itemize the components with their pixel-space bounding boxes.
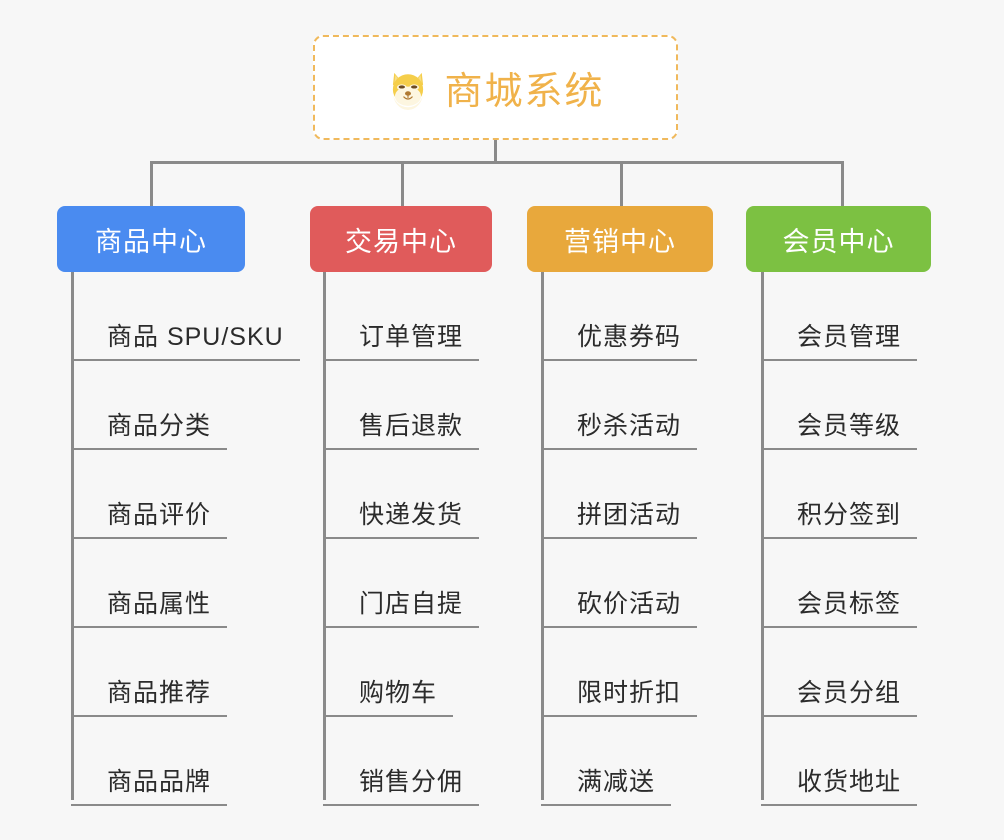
leaf-item[interactable]: 销售分佣 (323, 717, 480, 806)
leaf-item[interactable]: 秒杀活动 (541, 361, 698, 450)
leaf-label: 商品评价 (107, 501, 212, 529)
leaf-label: 秒杀活动 (577, 412, 682, 440)
leaf-item[interactable]: 拼团活动 (541, 450, 698, 539)
connector-root-stem (494, 140, 497, 163)
leaf-spine (761, 272, 764, 800)
leaf-label: 商品分类 (107, 412, 212, 440)
leaf-item[interactable]: 商品分类 (71, 361, 228, 450)
leaf-item[interactable]: 收货地址 (761, 717, 918, 806)
category-header-label: 会员中心 (782, 226, 895, 257)
leaf-label: 售后退款 (359, 412, 464, 440)
connector-drop-2 (401, 161, 404, 206)
leaf-item[interactable]: 商品 SPU/SKU (71, 272, 300, 361)
leaf-label: 优惠券码 (577, 323, 682, 351)
leaf-label: 限时折扣 (577, 679, 682, 707)
leaf-spine (71, 272, 74, 800)
leaf-label: 拼团活动 (577, 501, 682, 529)
leaf-item[interactable]: 商品属性 (71, 539, 228, 628)
shiba-inu-dog-face-icon (386, 66, 430, 110)
leaf-item[interactable]: 满减送 (541, 717, 672, 806)
leaf-label: 门店自提 (359, 590, 464, 618)
leaf-item[interactable]: 砍价活动 (541, 539, 698, 628)
leaf-item[interactable]: 会员分组 (761, 628, 918, 717)
connector-drop-3 (620, 161, 623, 206)
leaf-label: 会员标签 (797, 590, 902, 618)
leaf-label: 会员等级 (797, 412, 902, 440)
leaf-item[interactable]: 快递发货 (323, 450, 480, 539)
leaf-spine (323, 272, 326, 800)
leaf-item[interactable]: 积分签到 (761, 450, 918, 539)
leaf-item[interactable]: 购物车 (323, 628, 454, 717)
leaf-item[interactable]: 订单管理 (323, 272, 480, 361)
leaf-item[interactable]: 售后退款 (323, 361, 480, 450)
leaf-label: 商品属性 (107, 590, 212, 618)
leaf-label: 砍价活动 (577, 590, 682, 618)
leaf-item[interactable]: 会员管理 (761, 272, 918, 361)
leaf-label: 订单管理 (359, 323, 464, 351)
leaf-label: 商品 SPU/SKU (107, 323, 284, 351)
leaf-label: 会员分组 (797, 679, 902, 707)
leaf-item[interactable]: 商品推荐 (71, 628, 228, 717)
leaf-label: 会员管理 (797, 323, 902, 351)
category-header-member[interactable]: 会员中心 (746, 206, 931, 272)
leaf-item[interactable]: 会员等级 (761, 361, 918, 450)
leaf-label: 商品推荐 (107, 679, 212, 707)
leaf-label: 销售分佣 (359, 768, 464, 796)
category-header-label: 商品中心 (95, 226, 207, 257)
leaf-item[interactable]: 商品品牌 (71, 717, 228, 806)
leaf-label: 快递发货 (359, 501, 464, 529)
connector-horizontal-bus (150, 161, 844, 164)
category-header-marketing[interactable]: 营销中心 (527, 206, 713, 272)
leaf-label: 购物车 (359, 679, 438, 707)
connector-drop-1 (150, 161, 153, 206)
connector-drop-4 (841, 161, 844, 206)
category-header-trade[interactable]: 交易中心 (310, 206, 492, 272)
category-header-label: 交易中心 (345, 226, 457, 257)
leaf-item[interactable]: 商品评价 (71, 450, 228, 539)
leaf-spine (541, 272, 544, 800)
leaf-label: 积分签到 (797, 501, 902, 529)
leaf-label: 收货地址 (797, 768, 902, 796)
leaf-label: 满减送 (577, 768, 656, 796)
root-node[interactable]: 商城系统 (313, 35, 678, 140)
leaf-label: 商品品牌 (107, 768, 212, 796)
leaf-item[interactable]: 门店自提 (323, 539, 480, 628)
root-label: 商城系统 (444, 71, 605, 113)
category-header-product[interactable]: 商品中心 (57, 206, 245, 272)
category-header-label: 营销中心 (564, 226, 676, 257)
leaf-item[interactable]: 优惠券码 (541, 272, 698, 361)
leaf-item[interactable]: 限时折扣 (541, 628, 698, 717)
leaf-item[interactable]: 会员标签 (761, 539, 918, 628)
